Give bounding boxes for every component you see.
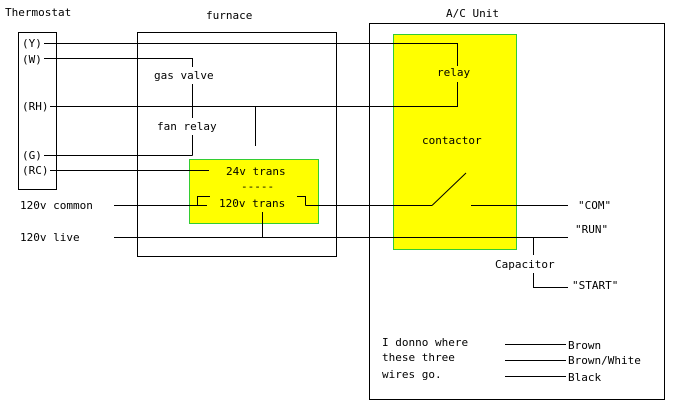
wire-start [533,273,568,288]
thermostat-box [18,32,57,190]
trans-24v-label: 24v trans [226,165,286,178]
wire-rh [50,82,458,107]
thermostat-title: Thermostat [5,6,71,19]
com-label: "COM" [578,199,611,212]
wire-trans-bracket-left [197,196,210,206]
common-120v-label: 120v common [20,199,93,212]
terminal-rh: (RH) [22,100,49,113]
label-knockout [155,120,219,133]
ac-unit-title: A/C Unit [446,7,499,20]
relay-label: relay [437,66,470,79]
wire-black-label: Black [568,371,601,384]
wire-w [44,58,193,67]
run-label: "RUN" [575,223,608,236]
trans-120v-label: 120v trans [219,197,285,210]
transformer-highlight [189,159,319,224]
note-line-2: these three [382,351,455,364]
terminal-w: (W) [22,53,42,66]
terminal-rc: (RC) [22,164,49,177]
ac-unit-box [369,23,665,400]
note-line-1: I donno where [382,336,468,349]
start-label: "START" [572,279,618,292]
label-knockout [152,69,216,82]
wires [44,43,568,377]
live-120v-label: 120v live [20,231,80,244]
terminal-y: (Y) [22,37,42,50]
contactor-label: contactor [422,134,482,147]
fan-relay-label: fan relay [157,120,217,133]
gas-valve-label: gas valve [154,69,214,82]
wire-brown-white-label: Brown/White [568,354,641,367]
wire-brown-label: Brown [568,339,601,352]
furnace-title: furnace [206,9,252,22]
terminal-g: (G) [22,149,42,162]
note-line-3: wires go. [382,368,442,381]
contactor-switch [431,172,467,206]
trans-divider: ----- [241,180,274,193]
furnace-box [137,32,337,257]
wire-trans-bracket-right [297,196,306,206]
relay-contactor-highlight [393,34,517,250]
capacitor-label: Capacitor [495,258,555,271]
wire-y [44,43,458,66]
